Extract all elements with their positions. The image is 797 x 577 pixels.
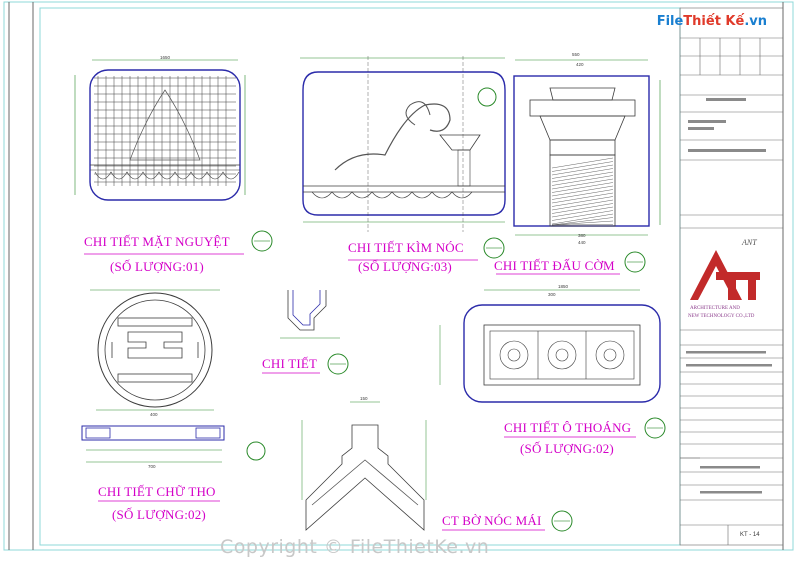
label-chi-tiet: CHI TIẾT — [262, 356, 318, 371]
dim-text: 420 — [576, 62, 584, 67]
label-chu-tho-qty: (SỐ LƯỢNG:02) — [112, 507, 206, 522]
label-o-thoang-qty: (SỐ LƯỢNG:02) — [520, 441, 614, 456]
watermark: Copyright © FileThietKe.vn — [220, 536, 490, 558]
dim-text: 1850 — [558, 284, 569, 289]
label-underlines — [84, 253, 636, 531]
dim-text: 300 — [548, 292, 556, 297]
title-block — [679, 7, 784, 546]
chu-tho-circle-drawing — [90, 289, 220, 411]
kim-noc-drawing — [300, 56, 506, 232]
label-mat-nguyet: CHI TIẾT MẶT NGUYỆT — [84, 234, 230, 249]
brand-part3: .vn — [744, 14, 767, 29]
label-bo-noc-mai: CT BỜ NÓC MÁI — [442, 513, 542, 528]
company-line1: ARCHITECTURE AND — [690, 306, 740, 311]
brand-logo: FileThiết Kế.vn — [657, 14, 767, 29]
sheet-number: KT - 14 — [740, 532, 760, 538]
company-line2: NEW TECHNOLOGY CO.,LTD — [688, 314, 755, 319]
dim-text: 440 — [578, 240, 586, 245]
label-chu-tho: CHI TIẾT CHỮ THO — [98, 484, 216, 499]
label-kim-noc: CHI TIẾT KÌM NÓC — [348, 240, 464, 255]
dim-text: 550 — [572, 52, 580, 57]
label-kim-noc-qty: (SỐ LƯỢNG:03) — [358, 259, 452, 274]
dau-com-drawing — [513, 59, 661, 236]
brand-part2: Thiết Kế — [683, 14, 745, 29]
chi-tiet-small-drawing — [280, 290, 340, 339]
label-dau-com: CHI TIẾT ĐẤU CỜM — [494, 258, 615, 273]
company-logo-mark — [690, 250, 760, 300]
company-name: ANT — [742, 238, 757, 247]
mat-nguyet-drawing — [74, 59, 246, 201]
dim-text: 380 — [578, 233, 586, 238]
dim-text: 400 — [150, 412, 158, 417]
bo-noc-mai-drawing — [301, 401, 427, 531]
dim-text: 150 — [360, 396, 368, 401]
brand-part1: File — [656, 14, 684, 29]
chu-tho-section-drawing — [81, 425, 225, 463]
label-o-thoang: CHI TIẾT Ô THOÁNG — [504, 420, 632, 435]
dim-text: 1650 — [160, 55, 171, 60]
dim-text: 700 — [148, 464, 156, 469]
label-mat-nguyet-qty: (SỐ LƯỢNG:01) — [110, 259, 204, 274]
o-thoang-drawing — [439, 289, 661, 403]
callout-badges — [246, 87, 666, 532]
